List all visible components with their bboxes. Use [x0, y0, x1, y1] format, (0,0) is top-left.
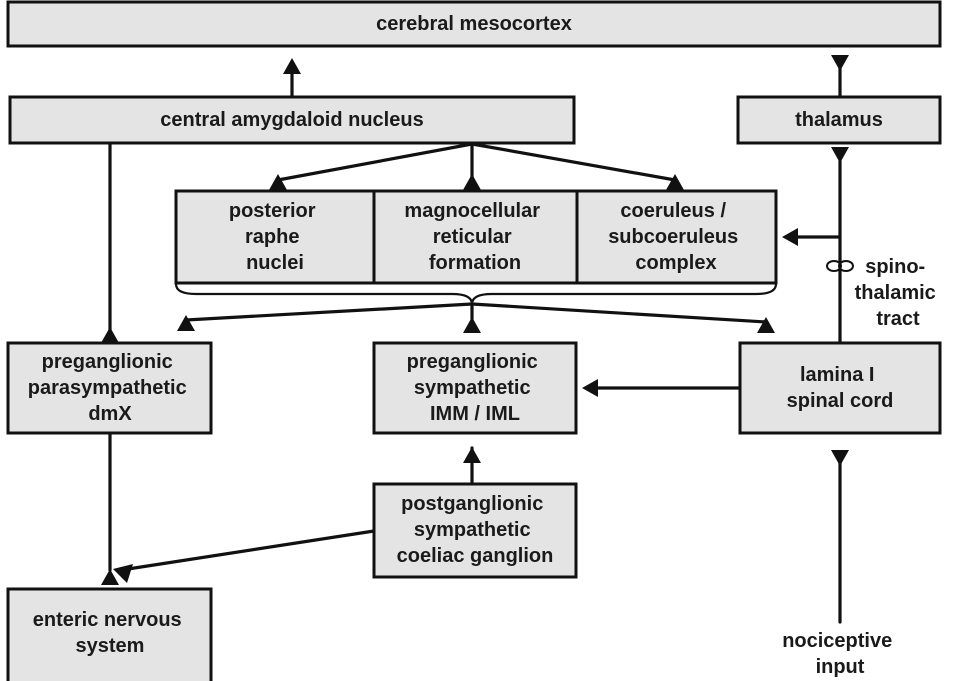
- arrowhead-coeruleus-from-spinal: [782, 228, 798, 246]
- node-preganglionic-parasympathetic-label: preganglionic parasympathetic dmX: [28, 351, 193, 425]
- arrowhead-iml-from-lamina: [582, 379, 598, 397]
- arrowhead-lamina-from-brainstem: [757, 317, 775, 333]
- node-lamina-spinal-cord-label: lamina I spinal cord: [787, 364, 894, 412]
- node-posterior-raphe-nuclei-label: posterior raphe nuclei: [229, 200, 321, 274]
- node-thalamus-label: thalamus: [795, 109, 883, 131]
- node-central-amygdaloid-nucleus: central amygdaloid nucleus: [8, 95, 576, 145]
- arrowhead-lamina-from-nociceptive: [831, 450, 849, 466]
- node-cerebral-mesocortex: cerebral mesocortex: [6, 0, 942, 48]
- node-thalamus: thalamus: [736, 95, 942, 145]
- node-postganglionic-sympathetic-label: postganglionic sympathetic coeliac gangl…: [397, 493, 554, 567]
- node-postganglionic-sympathetic: postganglionic sympathetic coeliac gangl…: [372, 482, 578, 579]
- arrowhead-iml-from-brainstem: [463, 317, 481, 333]
- arrowhead-mesocortex-from-amygdala: [283, 58, 301, 74]
- spinothalamic-tract-label: spino- thalamic tract: [855, 256, 942, 330]
- arrowhead-mesocortex-from-thalamus: [831, 55, 849, 71]
- node-cerebral-mesocortex-label: cerebral mesocortex: [376, 13, 572, 35]
- node-preganglionic-sympathetic: preganglionic sympathetic IMM / IML: [372, 341, 578, 435]
- edge-brainstem-to-lamina: [470, 302, 768, 324]
- node-lamina-spinal-cord: lamina I spinal cord: [738, 341, 942, 435]
- arrowhead-dmx-from-amygdala: [101, 327, 119, 343]
- edge-postganglionic-to-enteric: [126, 529, 376, 571]
- brainstem-group: [174, 189, 778, 285]
- brainstem-group-brace: [174, 283, 778, 305]
- node-central-amygdaloid-nucleus-label: central amygdaloid nucleus: [160, 109, 423, 131]
- node-preganglionic-parasympathetic: preganglionic parasympathetic dmX: [6, 341, 213, 435]
- node-coeruleus-complex-label: coeruleus / subcoeruleus complex: [608, 200, 744, 274]
- arrowhead-reticular: [463, 174, 481, 190]
- node-preganglionic-sympathetic-label: preganglionic sympathetic IMM / IML: [407, 351, 544, 425]
- node-magnocellular-reticular-formation-label: magnocellular reticular formation: [404, 200, 545, 274]
- arrowhead-dmx-from-brainstem: [177, 315, 195, 331]
- arrowhead-thalamus-from-tract: [831, 147, 849, 163]
- edge-amygdala-to-raphe: [276, 142, 474, 182]
- node-enteric-nervous-system-label: enteric nervous system: [33, 609, 188, 657]
- spinothalamic-tract-symbol: [826, 260, 854, 272]
- arrowhead-iml-from-postganglionic: [463, 447, 481, 463]
- nociceptive-input-label: nociceptive input: [782, 630, 898, 678]
- arrowhead-enteric-from-dmx: [101, 569, 119, 585]
- edge-amygdala-to-coeruleus: [470, 142, 677, 182]
- arrowhead-raphe: [269, 174, 287, 190]
- node-enteric-nervous-system: enteric nervous system: [6, 587, 213, 681]
- connections: [108, 60, 842, 624]
- arrowhead-enteric-from-postganglionic: [113, 564, 133, 583]
- arrowhead-coeruleus: [666, 174, 684, 190]
- edge-brainstem-to-dmx: [184, 302, 474, 322]
- arrowheads: [101, 55, 849, 585]
